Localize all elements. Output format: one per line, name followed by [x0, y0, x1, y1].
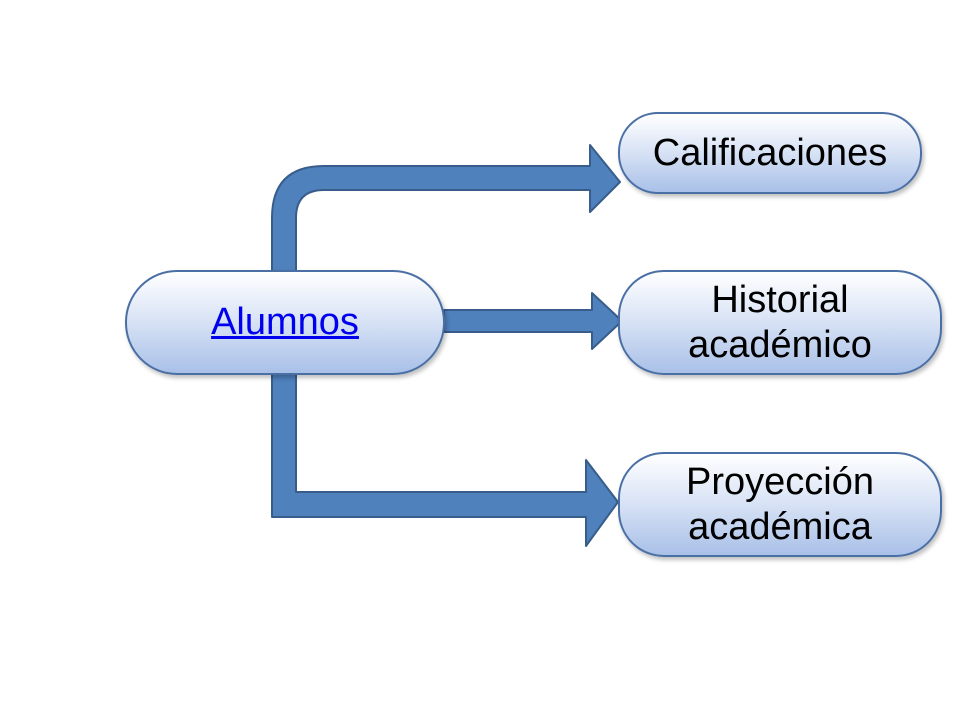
calificaciones-label: Calificaciones — [652, 131, 888, 174]
node-proyeccion-academica: Proyección académica — [618, 452, 942, 557]
node-alumnos[interactable]: Alumnos — [125, 270, 445, 375]
historial-academico-label: Historial académico — [688, 278, 872, 366]
arrow-to-proyeccion-academica — [271, 373, 619, 547]
node-calificaciones: Calificaciones — [618, 112, 922, 194]
node-historial-academico: Historial académico — [618, 270, 942, 375]
arrow-to-historial-academico — [443, 292, 623, 350]
arrow-to-calificaciones — [271, 144, 621, 273]
alumnos-link[interactable]: Alumnos — [211, 301, 359, 344]
proyeccion-academica-label: Proyección académica — [686, 460, 874, 548]
